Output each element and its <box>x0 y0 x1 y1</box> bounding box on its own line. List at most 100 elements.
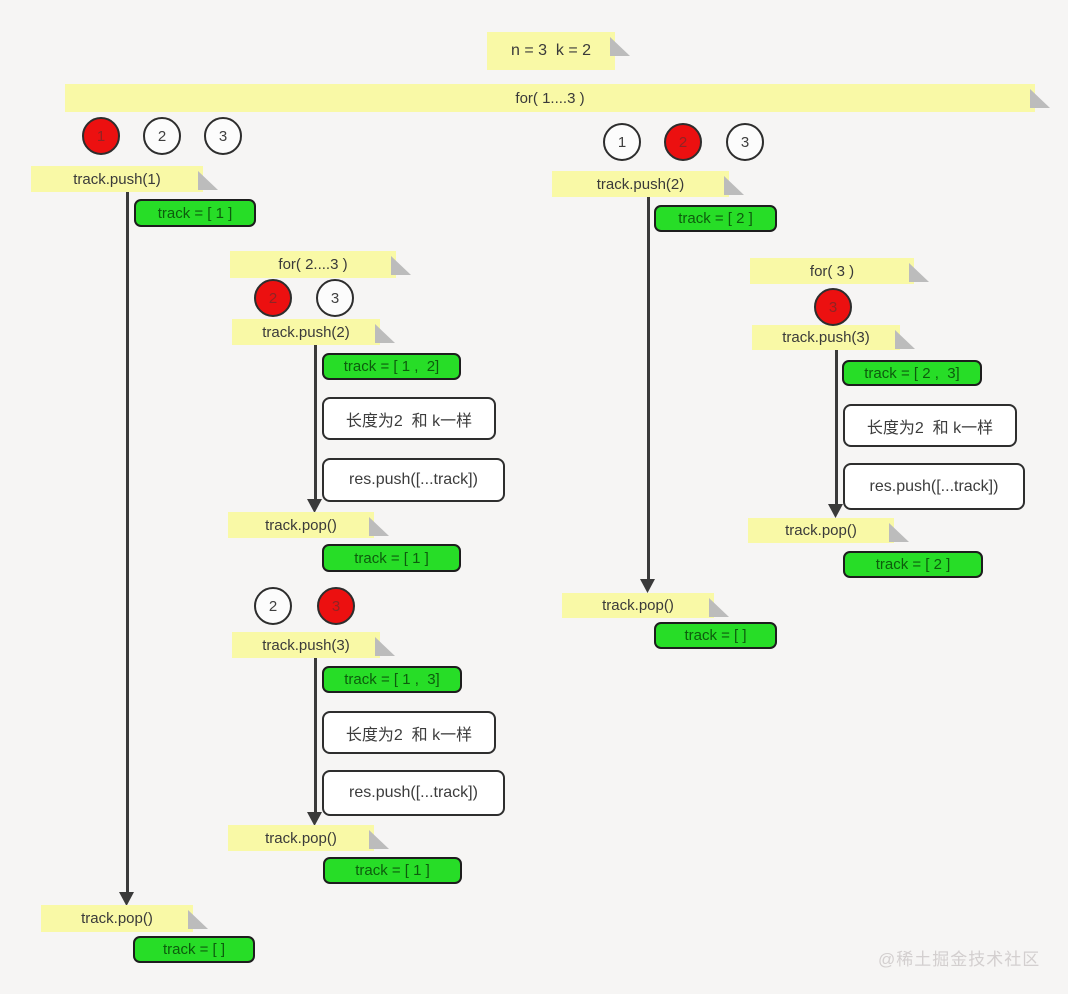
circle-mid1-3-label: 3 <box>330 289 340 307</box>
push1-note-left: track.push(1) <box>31 166 218 192</box>
watermark: @稀土掘金技术社区 <box>878 950 1041 969</box>
state-right-pop-label: track = [ ] <box>684 627 747 644</box>
params-note-label: n = 3 k = 2 <box>510 42 592 59</box>
push1-note-left-label: track.push(1) <box>73 170 161 188</box>
circle-mid1-2-label: 2 <box>268 289 278 307</box>
arrow-right-sub-head-icon <box>828 504 843 518</box>
state-mid-pop1-label: track = [ 1 ] <box>354 549 429 567</box>
folded-corner-icon <box>909 263 929 282</box>
circle-mid2-3: 3 <box>317 587 355 625</box>
state-right-push2: track = [ 2 ] <box>654 205 777 232</box>
arrow-mid-1-line <box>314 345 317 502</box>
len-check-right: 长度为2 和 k一样 <box>843 404 1017 447</box>
push3-note-right: track.push(3) <box>752 325 915 350</box>
len-check-mid2-label: 长度为2 和 k一样 <box>345 726 473 744</box>
folded-corner-icon <box>369 830 389 849</box>
circle-left-2: 2 <box>143 117 181 155</box>
pop-note-mid1-label: track.pop() <box>265 516 337 534</box>
for23-note-label: for( 2....3 ) <box>278 256 348 273</box>
for3-note: for( 3 ) <box>750 258 929 284</box>
arrow-left-main-line <box>126 192 129 895</box>
state-left-push1-label: track = [ 1 ] <box>157 204 233 222</box>
pop-note-right-main: track.pop() <box>562 593 729 618</box>
folded-corner-icon <box>198 171 218 190</box>
state-mid-pop2-label: track = [ 1 ] <box>355 862 430 879</box>
state-right-push2-label: track = [ 2 ] <box>678 210 753 227</box>
arrow-mid-1-head-icon <box>307 499 322 513</box>
folded-corner-icon <box>895 330 915 349</box>
pop-note-mid2: track.pop() <box>228 825 389 851</box>
res-push-right: res.push([...track]) <box>843 463 1025 510</box>
folded-corner-icon <box>375 637 395 656</box>
push2-note-right: track.push(2) <box>552 171 744 197</box>
folded-corner-icon <box>889 523 909 542</box>
arrow-left-main-head-icon <box>119 892 134 906</box>
folded-corner-icon <box>375 324 395 343</box>
folded-corner-icon <box>1030 89 1050 108</box>
circle-right-2: 2 <box>664 123 702 161</box>
state-rightsub-pop-label: track = [ 2 ] <box>875 556 951 573</box>
circle-mid2-2-label: 2 <box>268 597 278 615</box>
len-check-mid2: 长度为2 和 k一样 <box>322 711 496 754</box>
push2-note-mid-label: track.push(2) <box>262 323 350 341</box>
arrow-mid-2-head-icon <box>307 812 322 826</box>
len-check-mid1-label: 长度为2 和 k一样 <box>345 412 473 430</box>
state-right-pop: track = [ ] <box>654 622 777 649</box>
circle-right-1: 1 <box>603 123 641 161</box>
push2-note-right-label: track.push(2) <box>596 175 685 193</box>
push2-note-mid: track.push(2) <box>232 319 395 345</box>
state-left-push1: track = [ 1 ] <box>134 199 256 227</box>
res-push-mid1: res.push([...track]) <box>322 458 505 502</box>
root-for-note-label: for( 1....3 ) <box>515 89 585 107</box>
push3-note-mid-label: track.push(3) <box>262 636 350 654</box>
pop-note-left: track.pop() <box>41 905 208 932</box>
arrow-right-main-line <box>647 196 650 582</box>
len-check-right-label: 长度为2 和 k一样 <box>866 419 994 437</box>
folded-corner-icon <box>188 910 208 929</box>
push3-note-mid: track.push(3) <box>232 632 395 658</box>
state-rightsub-push3-label: track = [ 2 , 3] <box>864 364 960 382</box>
state-rightsub-push3: track = [ 2 , 3] <box>842 360 982 386</box>
state-mid-push3-label: track = [ 1 , 3] <box>344 671 440 688</box>
arrow-right-sub-line <box>835 350 838 507</box>
for23-note: for( 2....3 ) <box>230 251 411 278</box>
circle-right-3-label: 3 <box>740 133 750 151</box>
params-note: n = 3 k = 2 <box>487 32 630 70</box>
folded-corner-icon <box>709 598 729 617</box>
pop-note-left-label: track.pop() <box>81 910 153 927</box>
circle-rightsub-3: 3 <box>814 288 852 326</box>
circle-right-2-label: 2 <box>678 133 688 151</box>
circle-left-1-label: 1 <box>96 127 106 145</box>
circle-left-1: 1 <box>82 117 120 155</box>
push3-note-right-label: track.push(3) <box>782 329 870 346</box>
circle-left-3: 3 <box>204 117 242 155</box>
state-rightsub-pop: track = [ 2 ] <box>843 551 983 578</box>
arrow-right-main-head-icon <box>640 579 655 593</box>
state-mid-push2-label: track = [ 1 , 2] <box>343 358 440 375</box>
circle-mid1-3: 3 <box>316 279 354 317</box>
arrow-mid-2-line <box>314 658 317 815</box>
folded-corner-icon <box>610 37 630 56</box>
state-mid-push2: track = [ 1 , 2] <box>322 353 461 380</box>
res-push-right-label: res.push([...track]) <box>869 477 999 495</box>
res-push-mid2-label: res.push([...track]) <box>349 784 478 801</box>
state-left-pop: track = [ ] <box>133 936 255 963</box>
pop-note-right-sub-label: track.pop() <box>785 522 857 539</box>
pop-note-mid2-label: track.pop() <box>265 829 337 847</box>
pop-note-right-main-label: track.pop() <box>602 597 674 614</box>
state-left-pop-label: track = [ ] <box>162 941 226 958</box>
pop-note-mid1: track.pop() <box>228 512 389 538</box>
pop-note-right-sub: track.pop() <box>748 518 909 543</box>
folded-corner-icon <box>391 256 411 275</box>
circle-mid2-3-label: 3 <box>331 597 341 615</box>
circle-mid1-2: 2 <box>254 279 292 317</box>
state-mid-pop1: track = [ 1 ] <box>322 544 461 572</box>
folded-corner-icon <box>724 176 744 195</box>
res-push-mid1-label: res.push([...track]) <box>349 471 478 488</box>
circle-mid2-2: 2 <box>254 587 292 625</box>
circle-rightsub-3-label: 3 <box>828 298 838 316</box>
circle-left-2-label: 2 <box>157 127 167 145</box>
circle-right-3: 3 <box>726 123 764 161</box>
root-for-note: for( 1....3 ) <box>65 84 1050 112</box>
